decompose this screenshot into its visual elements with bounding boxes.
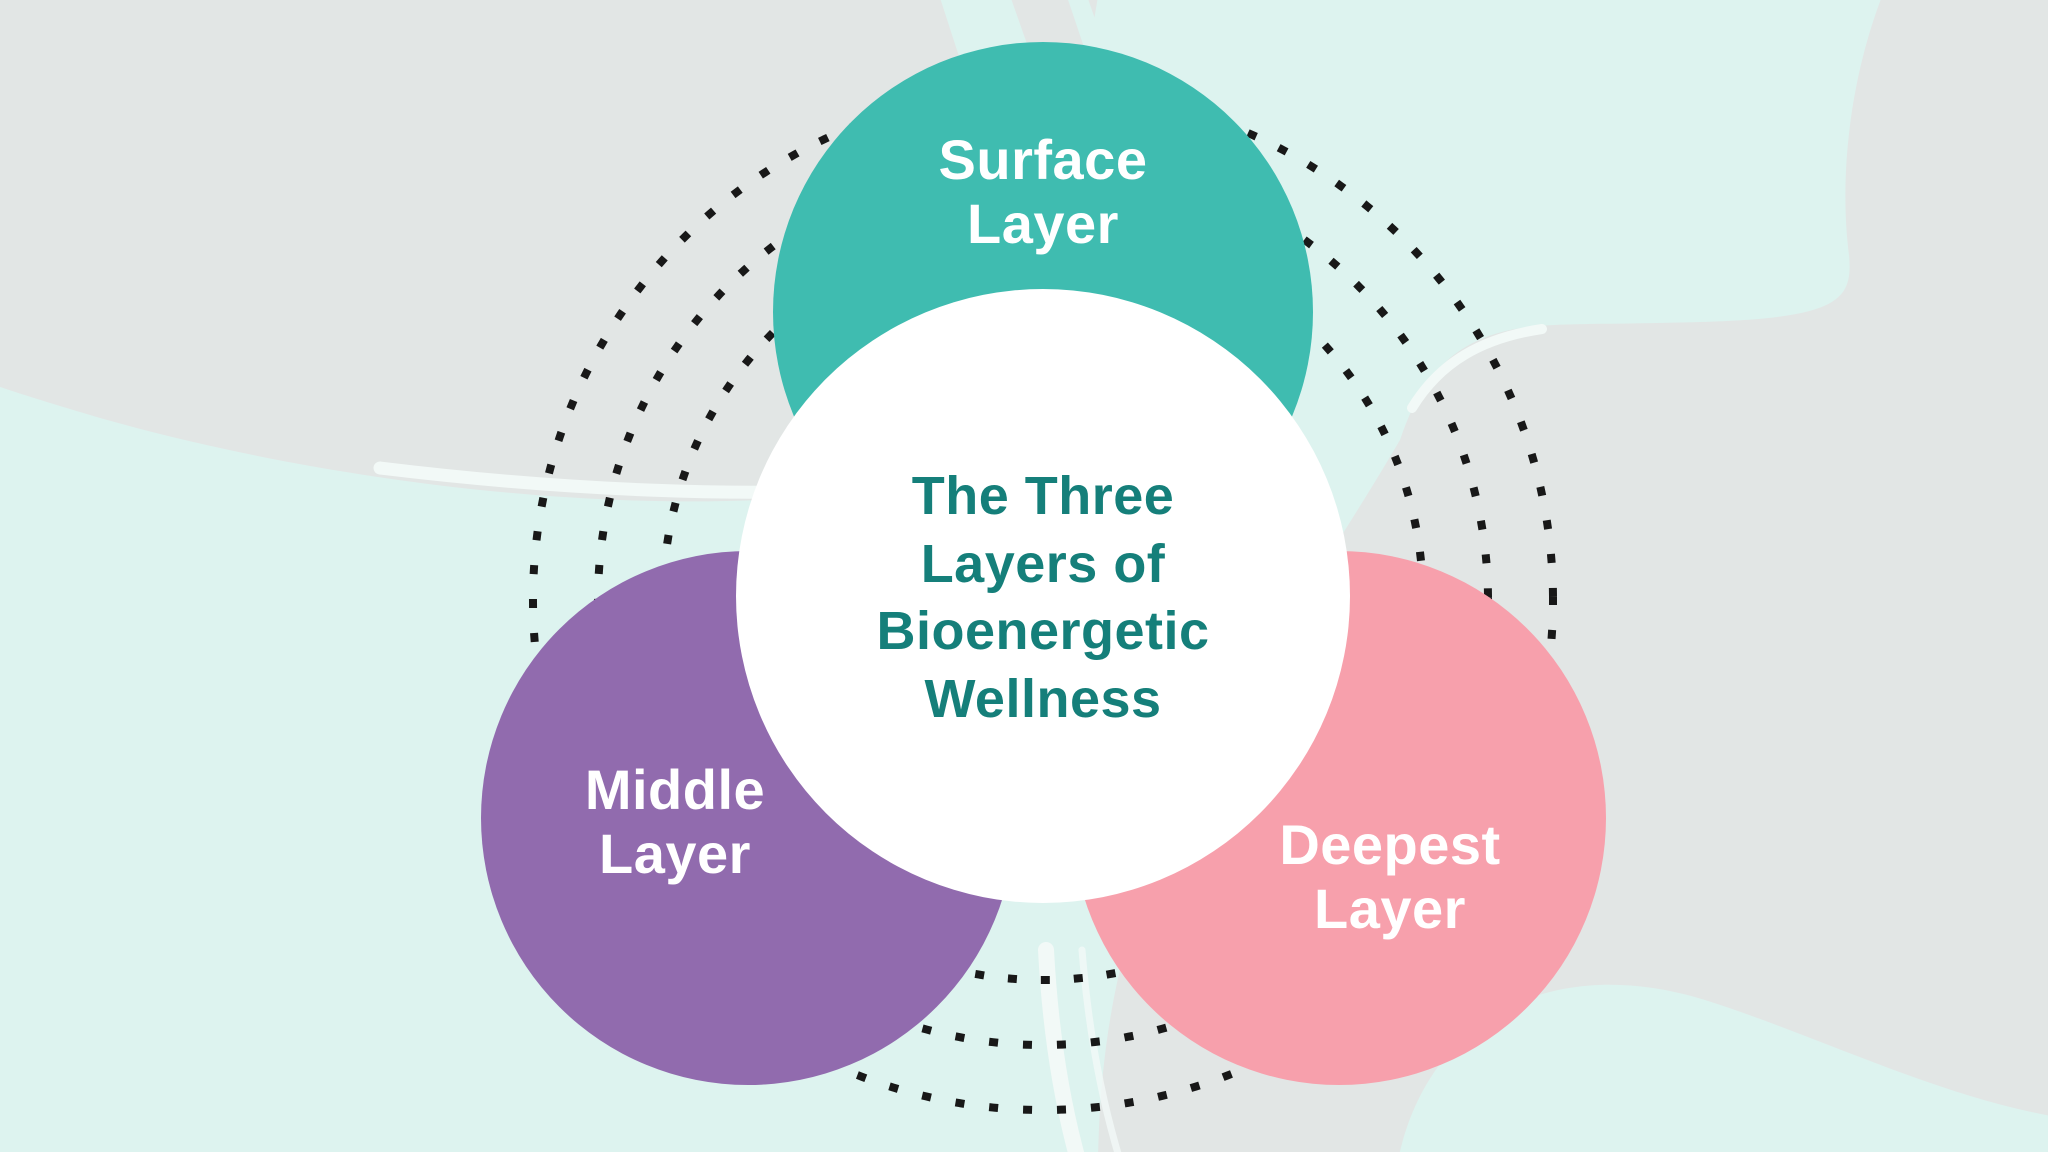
surface-layer-label: Surface Layer [938, 128, 1148, 255]
diagram-title: The Three Layers of Bioenergetic Wellnes… [876, 466, 1210, 729]
mint-blob-bottom-right [1399, 984, 2048, 1152]
center-circle [736, 289, 1350, 903]
deepest-layer-label: Deepest Layer [1279, 813, 1501, 940]
bottom-sweep-stripe-thin [1078, 946, 1122, 1152]
dotted-ring-outer [529, 86, 1557, 1114]
swoosh-right-blob [1407, 324, 1547, 413]
mint-stripe-thin [1068, 0, 1110, 62]
middle-layer-label: Middle Layer [584, 758, 766, 885]
